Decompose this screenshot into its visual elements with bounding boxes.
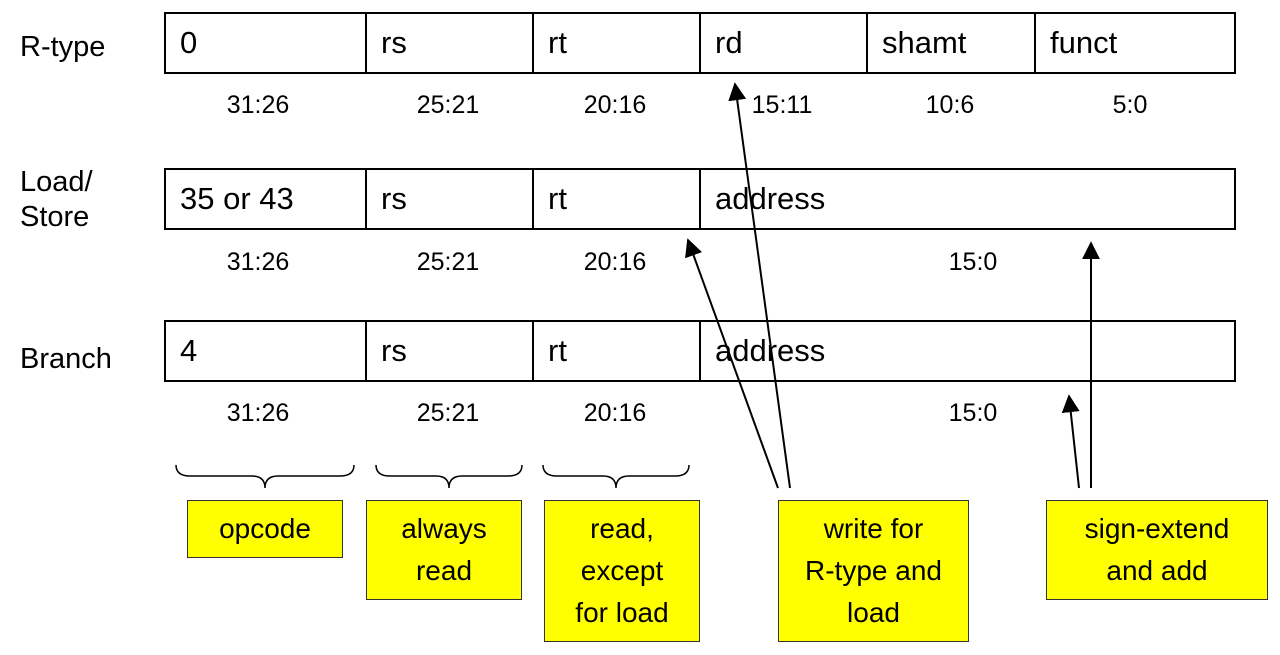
rtype-bits-shamt: 10:6 xyxy=(925,91,975,119)
branch-bits-rt: 20:16 xyxy=(583,399,647,427)
arrow-to-address-branch xyxy=(1061,394,1080,489)
rtype-rt-field: rt xyxy=(534,14,701,72)
note-read-except-load: read, except for load xyxy=(544,500,700,642)
branch-rt-field: rt xyxy=(534,322,701,380)
branch-bits-opcode: 31:26 xyxy=(226,399,290,427)
note-opcode: opcode xyxy=(187,500,343,558)
loadstore-opcode-field: 35 or 43 xyxy=(166,170,367,228)
rtype-rd-field: rd xyxy=(701,14,868,72)
loadstore-rs-field: rs xyxy=(367,170,534,228)
rt-brace xyxy=(542,464,690,489)
arrow-to-rd xyxy=(728,82,791,489)
row-label-branch: Branch xyxy=(20,343,112,375)
rtype-bits-opcode: 31:26 xyxy=(226,91,290,119)
loadstore-rt-field: rt xyxy=(534,170,701,228)
loadstore-field-row: 35 or 43 rs rt address xyxy=(164,168,1236,230)
note-sign-extend-add: sign-extend and add xyxy=(1046,500,1268,600)
rtype-bits-rt: 20:16 xyxy=(583,91,647,119)
rtype-rs-field: rs xyxy=(367,14,534,72)
loadstore-bits-opcode: 31:26 xyxy=(226,248,290,276)
note-always-read: always read xyxy=(366,500,522,600)
rtype-bits-rd: 15:11 xyxy=(751,91,813,119)
rtype-shamt-field: shamt xyxy=(868,14,1036,72)
loadstore-bits-rt: 20:16 xyxy=(583,248,647,276)
loadstore-address-field: address xyxy=(715,181,826,216)
rtype-funct-field: funct xyxy=(1050,25,1118,60)
loadstore-bits-address: 15:0 xyxy=(948,248,998,276)
row-label-loadstore: Load/ Store xyxy=(20,166,93,234)
branch-rs-field: rs xyxy=(367,322,534,380)
branch-bits-rs: 25:21 xyxy=(416,399,480,427)
rtype-field-row: 0 rs rt rd shamt funct xyxy=(164,12,1236,74)
rtype-bits-rs: 25:21 xyxy=(416,91,480,119)
loadstore-bits-rs: 25:21 xyxy=(416,248,480,276)
branch-opcode-field: 4 xyxy=(166,322,367,380)
rtype-opcode-field: 0 xyxy=(166,14,367,72)
branch-bits-address: 15:0 xyxy=(948,399,998,427)
opcode-brace xyxy=(175,464,355,489)
rtype-bits-funct: 5:0 xyxy=(1112,91,1148,119)
note-write-rtype-load: write for R-type and load xyxy=(778,500,969,642)
rs-brace xyxy=(375,464,523,489)
row-label-rtype: R-type xyxy=(20,31,106,63)
arrow-to-rt xyxy=(685,238,779,489)
